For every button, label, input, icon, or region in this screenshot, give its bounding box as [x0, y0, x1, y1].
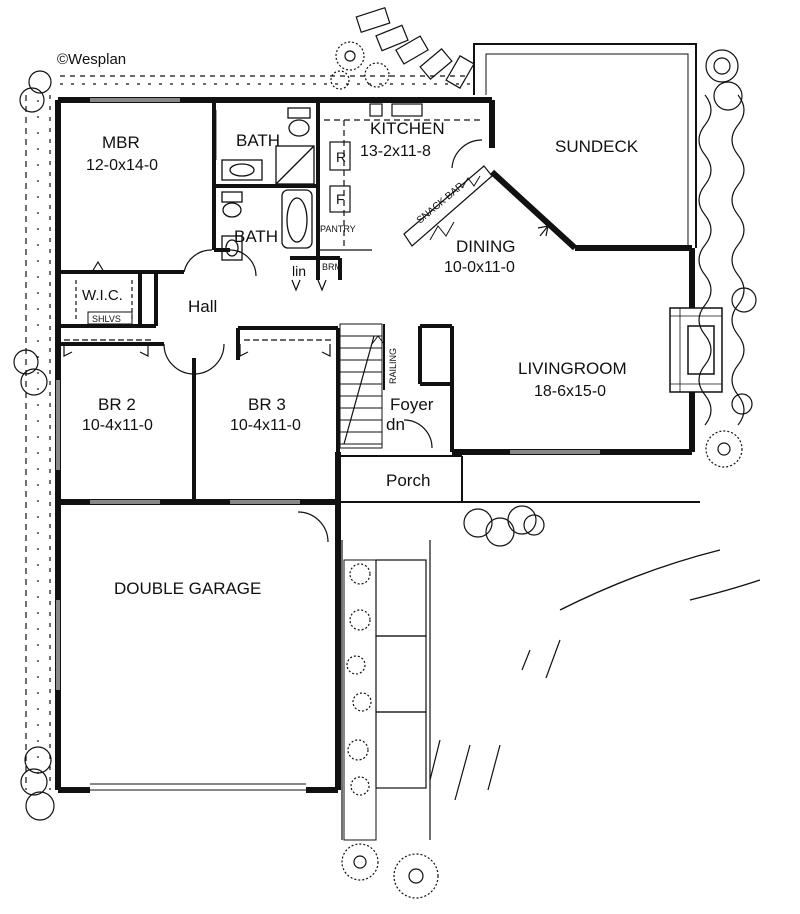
- exterior-walls: [55, 97, 695, 793]
- sundeck-outline: [473, 43, 697, 248]
- kitchen-dims: 13-2x11-8: [360, 143, 431, 160]
- dining-arrow: [537, 225, 549, 237]
- dining-dims: 10-0x11-0: [444, 259, 515, 276]
- hall-label: Hall: [188, 297, 217, 316]
- freezer-label: F: [336, 191, 345, 207]
- garage-label: DOUBLE GARAGE: [114, 579, 261, 598]
- porch-label: Porch: [386, 471, 430, 490]
- windows: [56, 98, 600, 690]
- foyer-label: Foyer: [390, 395, 434, 414]
- dining-label: DINING: [456, 237, 516, 256]
- refrigerator-label: R: [336, 149, 346, 165]
- br2-dims: 10-4x11-0: [82, 417, 153, 434]
- stairs: [339, 323, 385, 449]
- shrub: [20, 768, 48, 796]
- interior-walls: [58, 100, 700, 503]
- living-dims: 18-6x15-0: [534, 383, 606, 400]
- snack-bar-label: SNACK BAR: [415, 181, 466, 227]
- mbr-label: MBR: [102, 133, 140, 152]
- shrub: [20, 368, 48, 396]
- kitchen-label: KITCHEN: [370, 119, 445, 138]
- br3-label: BR 3: [248, 395, 286, 414]
- shrub: [19, 87, 45, 113]
- railing-label: RAILING: [388, 348, 398, 384]
- linen-label: lin: [292, 263, 306, 279]
- shrub: [28, 70, 52, 94]
- sundeck-label: SUNDECK: [555, 137, 639, 156]
- window-lines: [57, 99, 600, 690]
- shelves-label: SHLVS: [92, 314, 121, 324]
- br3-dims: 10-4x11-0: [230, 417, 301, 434]
- kitchen-cabinets: [320, 103, 493, 251]
- closet-doors: [63, 260, 332, 357]
- br2-label: BR 2: [98, 395, 136, 414]
- fireplace: [669, 307, 723, 393]
- shrub-spiky: [330, 41, 743, 899]
- bath-fixtures: [215, 107, 315, 261]
- stair-down-label: dn: [386, 415, 405, 434]
- shrub: [13, 349, 39, 375]
- broom-label: BRM: [322, 262, 342, 272]
- garage-door: [90, 783, 306, 791]
- wic-label: W.I.C.: [82, 287, 123, 304]
- shrub: [24, 746, 52, 774]
- shrub: [25, 791, 55, 821]
- copyright-text: ©Wesplan: [57, 51, 126, 68]
- bath1-label: BATH: [236, 131, 280, 150]
- living-label: LIVINGROOM: [518, 359, 627, 378]
- mbr-dims: 12-0x14-0: [86, 157, 158, 174]
- pantry-label: PANTRY: [320, 224, 356, 234]
- doors: [163, 139, 483, 543]
- bath2-label: BATH: [234, 227, 278, 246]
- site-landscaping: [13, 7, 761, 899]
